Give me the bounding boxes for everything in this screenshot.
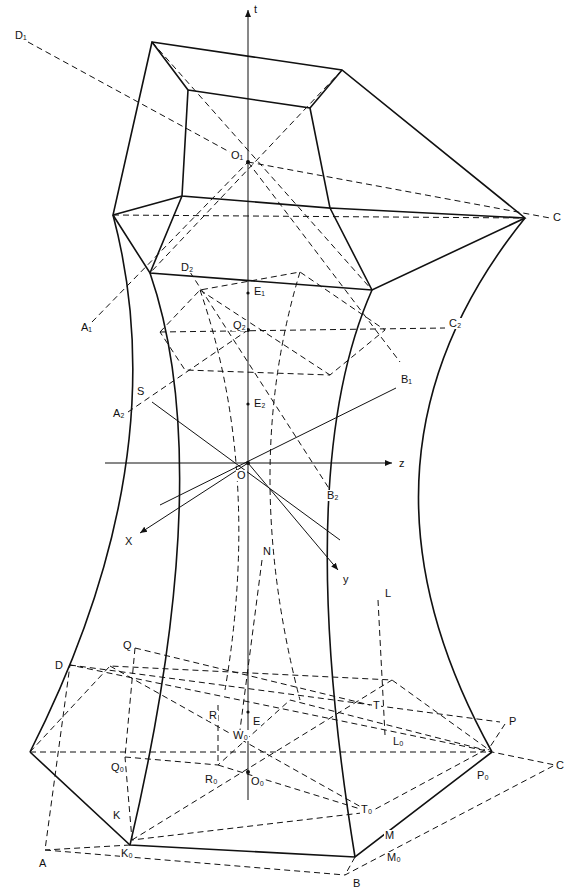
point-label: L₀ [392, 736, 405, 747]
point-label: R [208, 710, 218, 721]
point-label: R₀ [204, 774, 219, 785]
point-label: K₀ [120, 848, 134, 859]
point-label: O [236, 470, 247, 481]
point-label: C [555, 760, 565, 771]
point-label: A₁ [80, 322, 93, 333]
point-label: W₀ [232, 730, 249, 741]
point-label: A₂ [112, 408, 126, 419]
point-label: P₀ [476, 770, 490, 781]
point-label: C [552, 212, 562, 223]
point-label: z [398, 458, 406, 469]
point-label: B₁ [400, 374, 413, 385]
point-label: N [262, 546, 272, 557]
point-label: T₀ [360, 804, 373, 815]
point-label: Q₂ [232, 320, 247, 331]
point-label: L [384, 588, 392, 599]
point-label: Q [122, 640, 133, 651]
point-label: S [136, 386, 145, 397]
point-label: P [508, 716, 517, 727]
point-label: O₁ [230, 150, 244, 161]
point-label: E₁ [253, 286, 266, 297]
point-label: B₂ [326, 490, 340, 501]
point-label: T [372, 700, 381, 711]
point-label: D₁ [14, 30, 28, 41]
point-label: M₀ [386, 852, 402, 863]
point-label: t [253, 4, 258, 15]
point-label: C₂ [448, 318, 462, 329]
point-label: E₂ [253, 398, 267, 409]
point-label: y [342, 574, 350, 585]
point-label: K [112, 810, 121, 821]
point-label: Q₀ [110, 762, 125, 773]
point-label: D₂ [180, 262, 194, 273]
point-label: O₀ [250, 776, 265, 787]
point-label: D [54, 660, 64, 671]
point-label: M [384, 830, 395, 841]
point-label: A [38, 858, 47, 869]
point-label: E [252, 716, 261, 727]
point-label: B [352, 878, 361, 889]
point-label: X [124, 536, 133, 547]
